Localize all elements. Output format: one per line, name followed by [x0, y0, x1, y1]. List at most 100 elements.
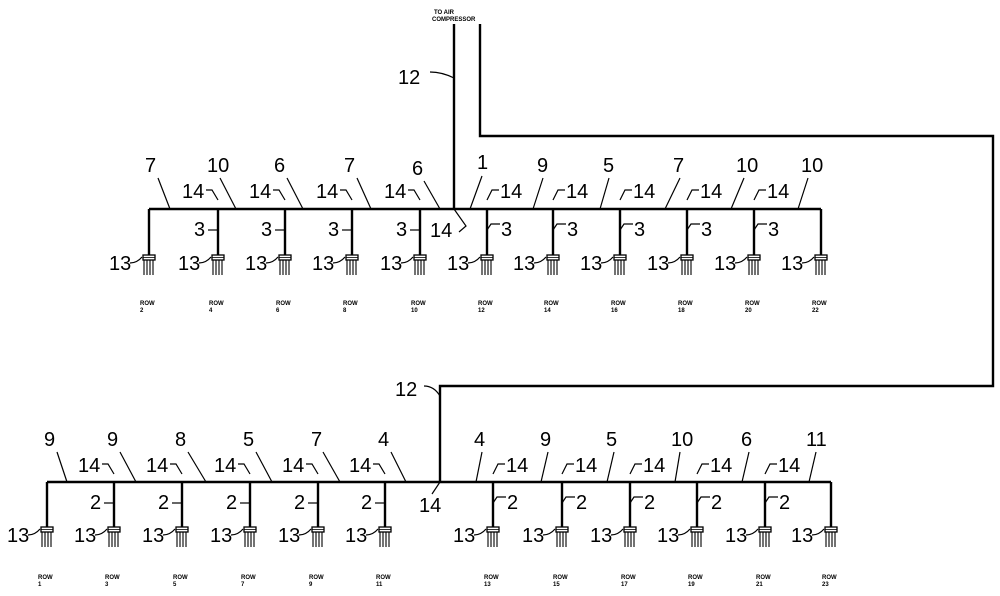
upper-segment-ref: 1 — [477, 152, 488, 174]
upper-nozzle-icon — [747, 254, 761, 275]
lower-segment-ref: 8 — [175, 429, 186, 451]
lower-row-number: 21 — [756, 582, 763, 588]
lower-row-number: 15 — [553, 582, 560, 588]
lower-nozzle-ref: 13 — [725, 525, 747, 547]
lower-branch-ref: 14 — [778, 455, 800, 477]
upper-row-number: 10 — [411, 308, 418, 314]
lower-row-label: ROW — [621, 575, 636, 581]
lower-row-number: 1 — [38, 582, 42, 588]
lower-drop-ref: 2 — [576, 492, 587, 514]
upper-segment-ref: 9 — [537, 155, 548, 177]
upper-nozzle-ref: 13 — [647, 253, 669, 275]
lower-inlet-ref: 14 — [419, 495, 441, 517]
upper-branch-ref: 14 — [633, 181, 655, 203]
upper-row-label: ROW — [411, 301, 426, 307]
air-supply-label: TO AIR — [434, 10, 455, 16]
upper-manifold: 13ROW213ROW413ROW613ROW813ROW1013ROW1213… — [109, 152, 828, 314]
upper-row-number: 2 — [140, 308, 144, 314]
upper-nozzle-ref: 13 — [312, 253, 334, 275]
upper-row-number: 20 — [745, 308, 752, 314]
upper-segment-ref: 6 — [274, 155, 285, 177]
upper-nozzle-ref: 13 — [513, 253, 535, 275]
upper-row-label: ROW — [478, 301, 493, 307]
upper-nozzle-ref: 13 — [580, 253, 602, 275]
upper-segment-ref: 10 — [207, 155, 229, 177]
upper-row-number: 6 — [276, 308, 280, 314]
lower-nozzle-ref: 13 — [453, 525, 475, 547]
lower-drop-ref: 2 — [361, 492, 372, 514]
upper-row-label: ROW — [140, 301, 155, 307]
lower-row-label: ROW — [105, 575, 120, 581]
return-line-ref: 12 — [395, 379, 417, 401]
lower-branch-ref: 14 — [146, 455, 168, 477]
upper-nozzle-ref: 13 — [245, 253, 267, 275]
lower-row-label: ROW — [376, 575, 391, 581]
upper-branch-ref: 14 — [316, 181, 338, 203]
upper-nozzle-ref: 13 — [447, 253, 469, 275]
main-line-leader — [429, 71, 455, 79]
lower-segment-ref: 6 — [741, 429, 752, 451]
lower-nozzle-icon — [555, 526, 569, 547]
lower-drop-ref: 2 — [644, 492, 655, 514]
upper-drop-ref: 3 — [194, 219, 205, 241]
upper-nozzle-icon — [211, 254, 225, 275]
lower-nozzle-ref: 13 — [657, 525, 679, 547]
upper-segment-ref: 7 — [673, 155, 684, 177]
upper-nozzle-icon — [413, 254, 427, 275]
upper-drop-ref: 3 — [768, 219, 779, 241]
main-line-ref: 12 — [398, 67, 420, 89]
upper-row-label: ROW — [745, 301, 760, 307]
lower-segment-ref: 11 — [806, 429, 827, 451]
upper-branch-ref: 14 — [249, 181, 271, 203]
upper-row-label: ROW — [343, 301, 358, 307]
lower-segment-ref: 5 — [606, 429, 617, 451]
upper-row-number: 8 — [343, 308, 347, 314]
upper-row-label: ROW — [209, 301, 224, 307]
main-return-pipe — [438, 24, 995, 482]
lower-nozzle-icon — [311, 526, 325, 547]
lower-segment-ref: 7 — [311, 429, 322, 451]
lower-branch-ref: 14 — [214, 455, 236, 477]
upper-row-number: 14 — [544, 308, 551, 314]
upper-nozzle-icon — [345, 254, 359, 275]
lower-nozzle-ref: 13 — [142, 525, 164, 547]
lower-row-label: ROW — [553, 575, 568, 581]
upper-branch-ref: 14 — [566, 181, 588, 203]
upper-drop-ref: 3 — [328, 219, 339, 241]
upper-row-number: 16 — [611, 308, 618, 314]
upper-branch-ref: 14 — [182, 181, 204, 203]
lower-drop-ref: 2 — [294, 492, 305, 514]
lower-row-number: 5 — [173, 582, 177, 588]
upper-branch-ref: 14 — [500, 181, 522, 203]
upper-row-label: ROW — [611, 301, 626, 307]
upper-nozzle-ref: 13 — [781, 253, 803, 275]
lower-drop-ref: 2 — [507, 492, 518, 514]
upper-nozzle-icon — [142, 254, 156, 275]
lower-row-label: ROW — [241, 575, 256, 581]
lower-nozzle-icon — [175, 526, 189, 547]
upper-drop-ref: 3 — [501, 219, 512, 241]
upper-branch-ref: 14 — [384, 181, 406, 203]
lower-drop-ref: 2 — [711, 492, 722, 514]
lower-nozzle-ref: 13 — [590, 525, 612, 547]
lower-nozzle-icon — [623, 526, 637, 547]
upper-nozzle-icon — [814, 254, 828, 275]
lower-branch-ref: 14 — [506, 455, 528, 477]
lower-row-number: 13 — [484, 582, 491, 588]
upper-row-label: ROW — [276, 301, 291, 307]
upper-row-number: 18 — [678, 308, 685, 314]
upper-segment-ref: 7 — [344, 155, 355, 177]
upper-segment-ref: 10 — [736, 155, 758, 177]
upper-drop-ref: 3 — [567, 219, 578, 241]
lower-nozzle-ref: 13 — [74, 525, 96, 547]
upper-nozzle-icon — [546, 254, 560, 275]
lower-row-number: 17 — [621, 582, 628, 588]
upper-nozzle-ref: 13 — [380, 253, 402, 275]
upper-nozzle-icon — [480, 254, 494, 275]
air-supply-label-2: COMPRESSOR — [432, 17, 476, 23]
upper-segment-ref: 7 — [145, 155, 156, 177]
lower-nozzle-icon — [690, 526, 704, 547]
lower-nozzle-icon — [824, 526, 838, 547]
lower-row-label: ROW — [484, 575, 499, 581]
lower-row-number: 7 — [241, 582, 245, 588]
